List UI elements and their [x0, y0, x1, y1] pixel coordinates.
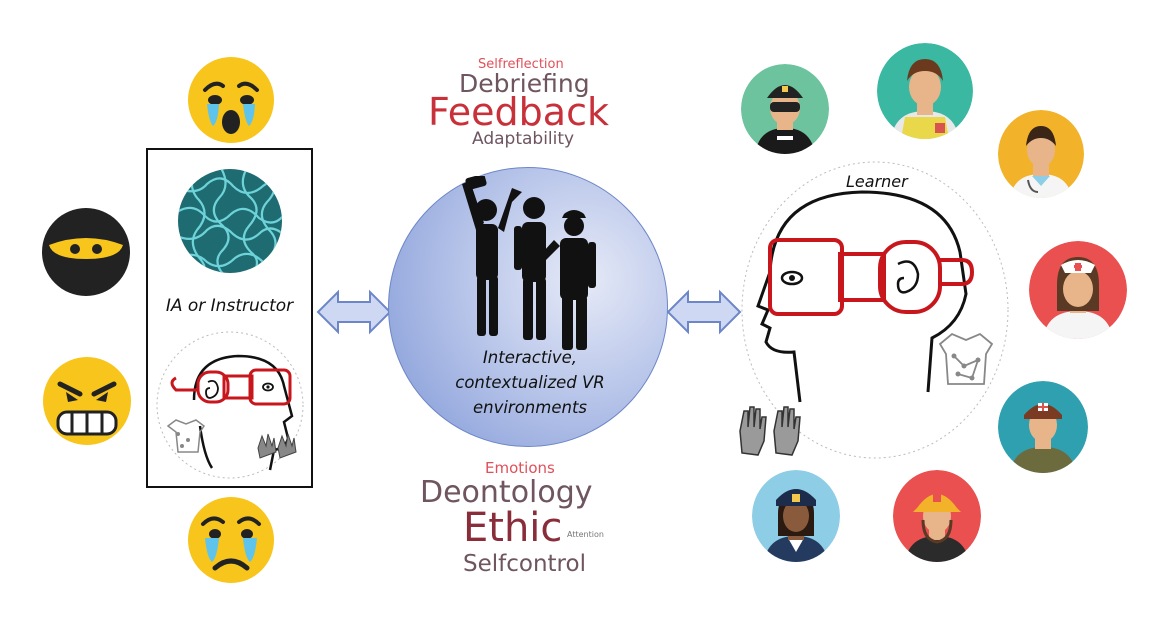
word-deontology: Deontology	[420, 475, 593, 510]
word-attention: Attention	[567, 530, 604, 539]
doctor-avatar-icon	[998, 110, 1084, 198]
word-debriefing: Debriefing	[459, 69, 590, 98]
word-emotions: Emotions	[485, 459, 555, 477]
neural-network-globe-icon	[178, 169, 282, 273]
vr-environment-caption: Interactive, contextualized VR environme…	[445, 345, 615, 420]
angry-emoji-icon	[43, 357, 131, 445]
word-feedback: Feedback	[428, 90, 609, 134]
instructor-label: IA or Instructor	[165, 296, 294, 316]
nurse-avatar-icon	[1029, 241, 1127, 339]
caption-line-1: Interactive,	[482, 348, 578, 367]
firefighter-avatar-icon	[893, 470, 981, 562]
learner-label: Learner	[846, 172, 908, 191]
people-scene-icon	[462, 176, 596, 350]
scared-crying-emoji-icon	[188, 57, 274, 143]
instructor-panel: IA or Instructor	[146, 148, 313, 488]
haptic-gloves-icon	[739, 406, 801, 456]
word-selfcontrol: Selfcontrol	[463, 551, 586, 577]
sad-crying-emoji-icon	[188, 497, 274, 583]
policewoman-avatar-icon	[752, 470, 840, 562]
rescue-worker-avatar-icon	[877, 43, 973, 139]
word-adaptability: Adaptability	[472, 129, 575, 149]
caption-line-3: environments	[472, 398, 588, 417]
bidirectional-arrow-right-icon	[666, 289, 742, 335]
police-officer-avatar-icon	[741, 64, 829, 154]
ninja-emoji-icon	[42, 208, 130, 296]
learner-head-vr-icon	[741, 161, 1009, 459]
soldier-avatar-icon	[998, 381, 1088, 473]
instructor-head-vr-icon	[156, 331, 304, 479]
word-ethic: Ethic	[463, 505, 563, 551]
caption-line-2: contextualized VR	[455, 373, 605, 392]
word-selfreflection: Selfreflection	[478, 57, 564, 72]
bidirectional-arrow-left-icon	[316, 289, 392, 335]
